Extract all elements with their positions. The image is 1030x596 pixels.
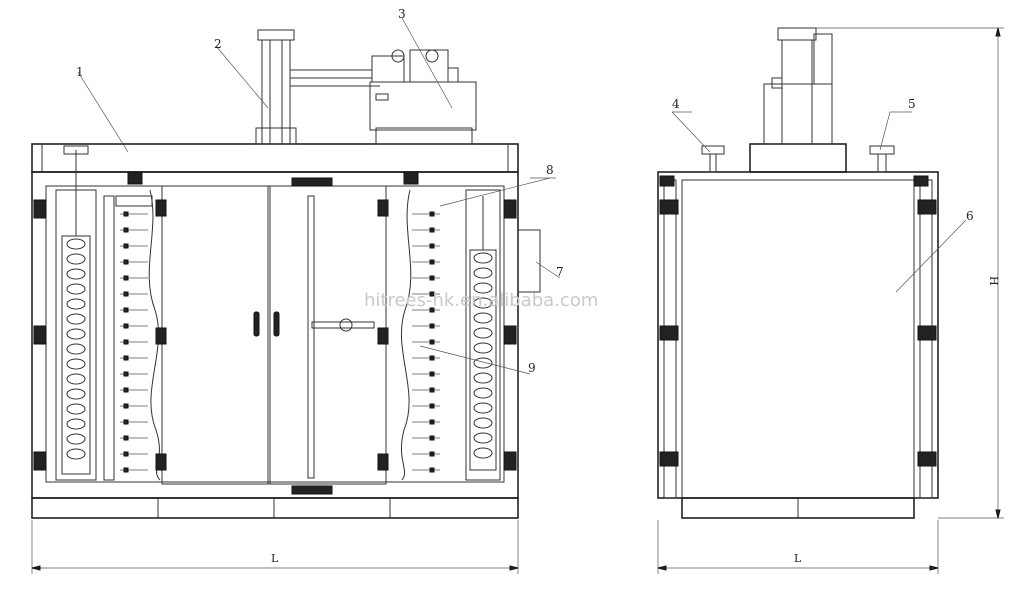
left-heater-column — [55, 145, 153, 481]
heater-ring — [66, 343, 86, 355]
shelf-pin-head — [429, 323, 435, 329]
side-dim-label: L — [794, 552, 802, 565]
height-dim-label: H — [987, 276, 1000, 286]
shelf-pin-head — [429, 355, 435, 361]
watermark: hitrees-hk.en.alibaba.com — [364, 290, 598, 311]
callout-4: 4 — [672, 97, 680, 111]
callout-8: 8 — [546, 163, 554, 177]
shelf-pin-head — [429, 403, 435, 409]
callout-2: 2 — [214, 37, 222, 51]
shelf-pin-head — [123, 291, 129, 297]
door-center — [267, 185, 387, 485]
left-shelf-pins — [120, 211, 148, 473]
side-view: H L — [657, 27, 1004, 574]
heater-ring — [473, 252, 493, 264]
front-view: L — [31, 29, 541, 574]
door-left — [161, 185, 269, 485]
heater-ring — [66, 403, 86, 415]
shelf-pin-head — [429, 451, 435, 457]
heater-ring — [473, 387, 493, 399]
shelf-pin-head — [123, 419, 129, 425]
side-box — [517, 229, 541, 293]
heater-ring — [66, 238, 86, 250]
heater-ring — [473, 327, 493, 339]
shelf-pin-head — [123, 307, 129, 313]
heater-ring — [66, 253, 86, 265]
heater-ring — [66, 373, 86, 385]
side-dimension-H: H — [816, 27, 1004, 519]
heater-ring — [66, 268, 86, 280]
heater-ring — [66, 418, 86, 430]
callouts: 1 2 3 4 5 6 7 8 9 — [76, 7, 974, 375]
shelf-pin-head — [123, 371, 129, 377]
front-dimension-L: L — [31, 520, 519, 574]
shelf-pin-head — [123, 387, 129, 393]
shelf-pin-head — [429, 291, 435, 297]
shelf-pin-head — [123, 403, 129, 409]
shelf-pin-head — [429, 419, 435, 425]
door-hinges — [127, 171, 419, 471]
top-plate — [31, 143, 519, 173]
shelf-pin-head — [123, 259, 129, 265]
shelf-pin-head — [429, 227, 435, 233]
shelf-pin-head — [429, 259, 435, 265]
heater-ring — [66, 388, 86, 400]
heater-ring — [473, 267, 493, 279]
heater-ring — [66, 358, 86, 370]
shelf-pin-head — [429, 307, 435, 313]
shelf-pin-head — [429, 435, 435, 441]
heater-ring — [66, 328, 86, 340]
heater-ring — [473, 417, 493, 429]
base-rail — [31, 497, 519, 519]
callout-9: 9 — [528, 361, 536, 375]
right-heater-column — [465, 189, 501, 481]
front-dim-label: L — [271, 552, 279, 565]
heater-ring — [473, 342, 493, 354]
heater-ring — [66, 313, 86, 325]
side-brackets — [33, 199, 517, 471]
shelf-pin-head — [123, 467, 129, 473]
right-shelf-pins — [412, 211, 440, 473]
heater-ring — [473, 357, 493, 369]
shelf-pin-head — [429, 467, 435, 473]
shelf-pin-head — [429, 211, 435, 217]
heater-ring — [473, 372, 493, 384]
callout-1: 1 — [76, 65, 84, 79]
shelf-pin-head — [123, 451, 129, 457]
hydraulic-cylinder — [255, 29, 380, 145]
door-handles[interactable] — [253, 311, 375, 337]
heater-ring — [473, 432, 493, 444]
shelf-pin-head — [429, 371, 435, 377]
hydraulic-power-pack — [369, 49, 477, 145]
side-brackets-right-view — [659, 175, 937, 467]
heater-ring — [66, 433, 86, 445]
heater-ring — [473, 282, 493, 294]
shelf-pin-head — [123, 211, 129, 217]
side-chamber-body — [657, 171, 939, 499]
heater-ring — [473, 297, 493, 309]
shelf-pin-head — [123, 339, 129, 345]
shelf-pin-head — [123, 275, 129, 281]
heater-ring — [66, 283, 86, 295]
heater-ring — [66, 448, 86, 460]
shelf-pin-head — [123, 323, 129, 329]
shelf-pin-head — [123, 435, 129, 441]
heater-ring — [473, 312, 493, 324]
shelf-pin-head — [123, 243, 129, 249]
shelf-pin-head — [429, 387, 435, 393]
shelf-pin-head — [123, 355, 129, 361]
heater-ring — [66, 298, 86, 310]
callout-3: 3 — [398, 7, 406, 21]
side-dimension-L: L — [657, 520, 939, 574]
callout-7: 7 — [556, 265, 564, 279]
shelf-pin-head — [429, 243, 435, 249]
heater-ring — [473, 402, 493, 414]
callout-5: 5 — [908, 97, 916, 111]
shelf-pin-head — [429, 275, 435, 281]
heater-ring — [473, 447, 493, 459]
callout-6: 6 — [966, 209, 974, 223]
shelf-pin-head — [123, 227, 129, 233]
shelf-pin-head — [429, 339, 435, 345]
